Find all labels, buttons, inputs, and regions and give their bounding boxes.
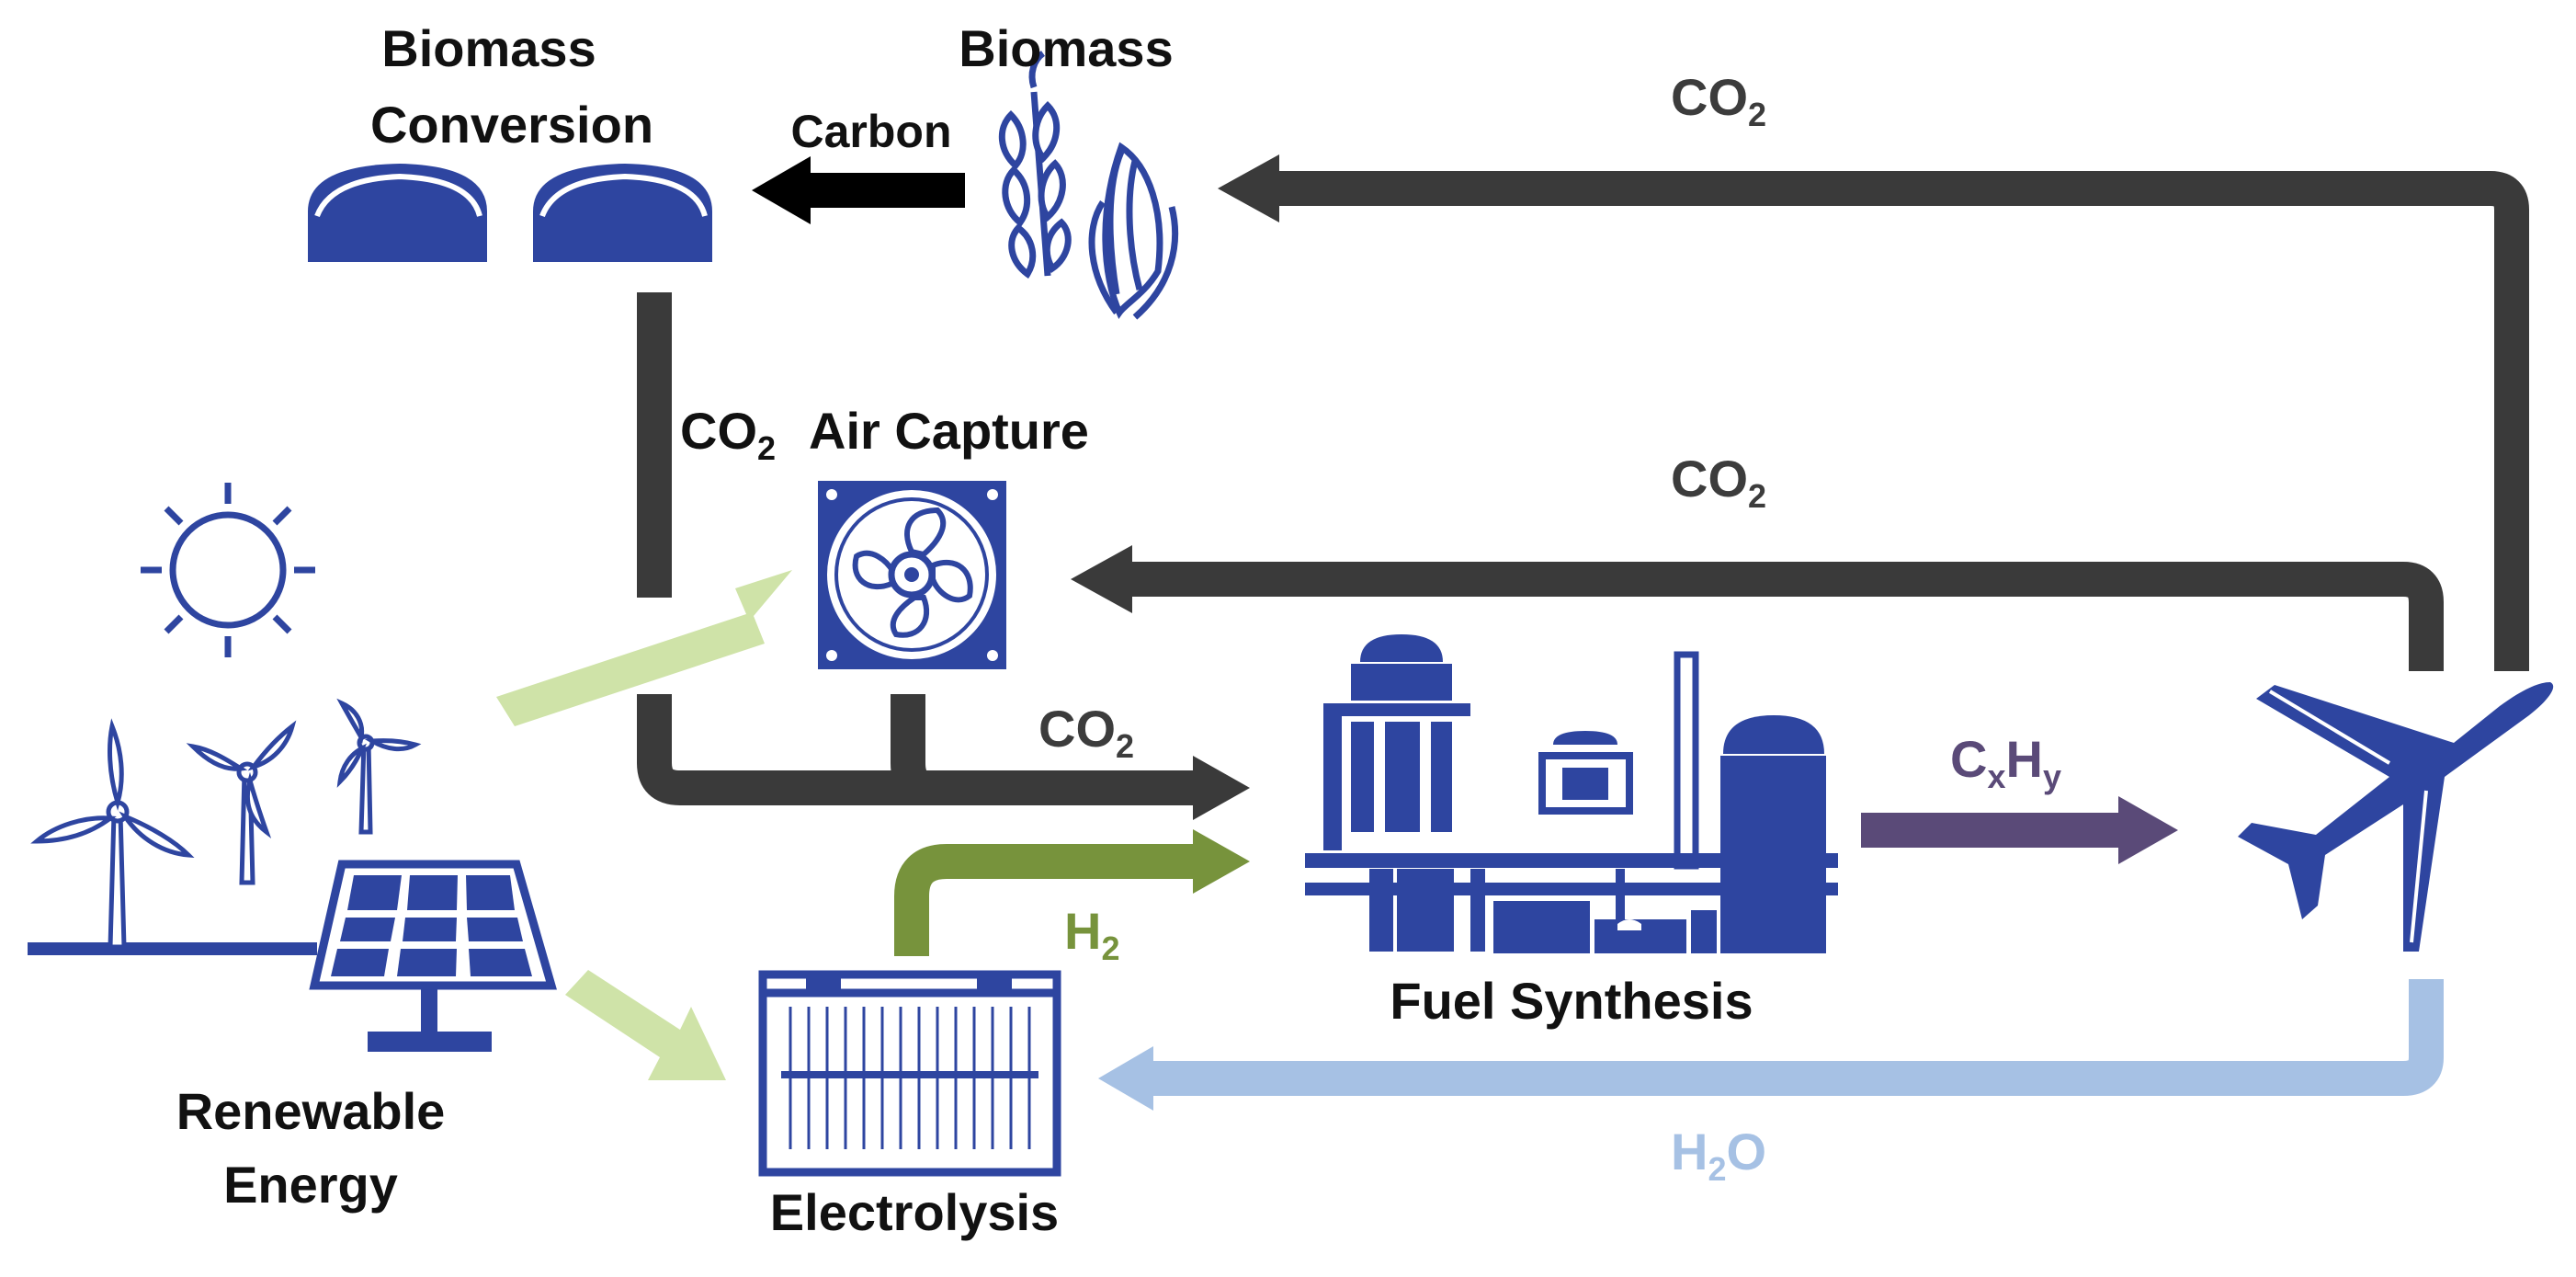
- co2-return-to-capture-arrowhead: [1071, 545, 1132, 613]
- wind-turbine-icon: [28, 698, 422, 955]
- co2-return-to-biomass-arrow: [1277, 171, 2529, 671]
- h2o-label: H2O: [1671, 1123, 1766, 1188]
- wheat-icon: [998, 51, 1072, 279]
- sun-icon: [141, 483, 315, 657]
- cxhy-arrowhead: [2118, 796, 2178, 864]
- h2o-arrow: [1149, 979, 2444, 1096]
- cxhy-arrow-shaft: [1861, 813, 2123, 848]
- corn-icon: [1088, 142, 1179, 320]
- biomass-label: Biomass: [959, 19, 1173, 77]
- carbon-label: Carbon: [791, 106, 952, 157]
- refinery-icon: [1305, 634, 1838, 953]
- h2o-arrowhead: [1098, 1046, 1153, 1111]
- flow-arrows: [496, 154, 2529, 1111]
- fuel-synthesis-label: Fuel Synthesis: [1390, 972, 1753, 1030]
- h2-arrowhead: [1193, 829, 1250, 894]
- solar-panel-icon: [309, 860, 557, 1052]
- co2-top-label: CO2: [1671, 68, 1766, 133]
- co2-return-to-biomass-arrowhead: [1218, 154, 1279, 222]
- electrolysis-label: Electrolysis: [770, 1183, 1059, 1241]
- co2-air-capture-prefix: CO2: [680, 402, 776, 467]
- h2-arrow: [894, 844, 1195, 956]
- renewable-energy-label-line2: Energy: [223, 1156, 398, 1214]
- co2-synthesis-label: CO2: [1038, 700, 1134, 765]
- air-capture-label: Air Capture: [809, 402, 1089, 460]
- energy-to-capture-arrow: [496, 570, 792, 726]
- electrolyzer-icon: [758, 970, 1061, 1177]
- co2-to-synthesis-arrow: [637, 694, 1195, 805]
- airplane-icon: [2238, 682, 2554, 952]
- carbon-arrow-shaft: [809, 173, 965, 208]
- fan-icon: [818, 481, 1006, 669]
- biomass-conversion-label-line2: Conversion: [370, 96, 653, 154]
- carbon-arrowhead: [752, 156, 811, 224]
- renewable-energy-label-line1: Renewable: [176, 1082, 446, 1140]
- co2-to-synthesis-arrowhead: [1193, 756, 1250, 820]
- digester-icon: [308, 164, 712, 262]
- co2-middle-label: CO2: [1671, 450, 1766, 515]
- biomass-conversion-label-line1: Biomass: [381, 19, 596, 77]
- h2-label: H2: [1064, 902, 1119, 967]
- co2-return-to-capture-arrow: [1130, 562, 2444, 671]
- cxhy-label: CxHy: [1950, 730, 2061, 795]
- labels: Biomass Conversion Biomass Carbon Air Ca…: [176, 19, 1753, 1241]
- energy-to-electrolysis-arrow: [565, 970, 726, 1080]
- capture-co2-pipe: [891, 694, 930, 805]
